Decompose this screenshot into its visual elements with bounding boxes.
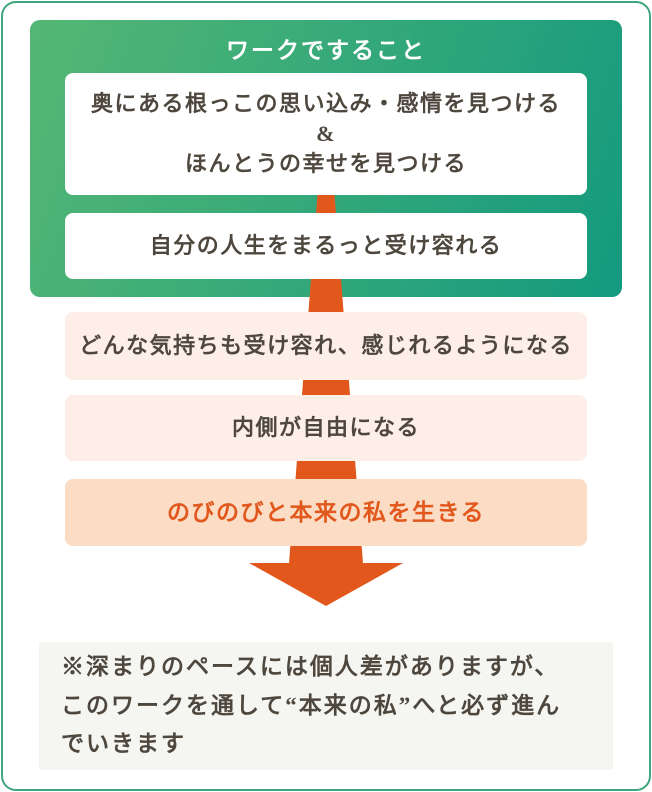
step-accept-all-feelings: どんな気持ちも受け容れ、感じれるようになる [65,312,587,380]
footnote-line: このワークを通して“本来の私”へと必ず進ん [61,692,562,718]
footnote-line: でいきます [61,731,186,756]
step-text-line: ほんとうの幸せを見つける [184,151,467,176]
step-text-line: 内側が自由になる [231,415,420,440]
step-text-line: どんな気持ちも受け容れ、感じれるようになる [79,333,573,358]
step-inner-freedom: 内側が自由になる [65,395,587,461]
step-accept-whole-life: 自分の人生をまるっと受け容れる [65,213,587,279]
step-live-true-self: のびのびと本来の私を生きる [65,479,587,546]
step-find-root-beliefs: 奥にある根っこの思い込み・感情を見つける & ほんとうの幸せを見つける [65,73,587,195]
footnote-box: ※深まりのペースには個人差がありますが、 このワークを通して“本来の私”へと必ず… [39,642,613,770]
step-text-line: & [316,121,336,146]
footnote-line: ※深まりのペースには個人差がありますが、 [61,654,560,679]
step-text-line: のびのびと本来の私を生きる [166,499,486,525]
step-text-line: 奥にある根っこの思い込み・感情を見つける [90,91,561,116]
panel-title: ワークですること [226,38,426,63]
step-text-line: 自分の人生をまるっと受け容れる [149,233,503,258]
